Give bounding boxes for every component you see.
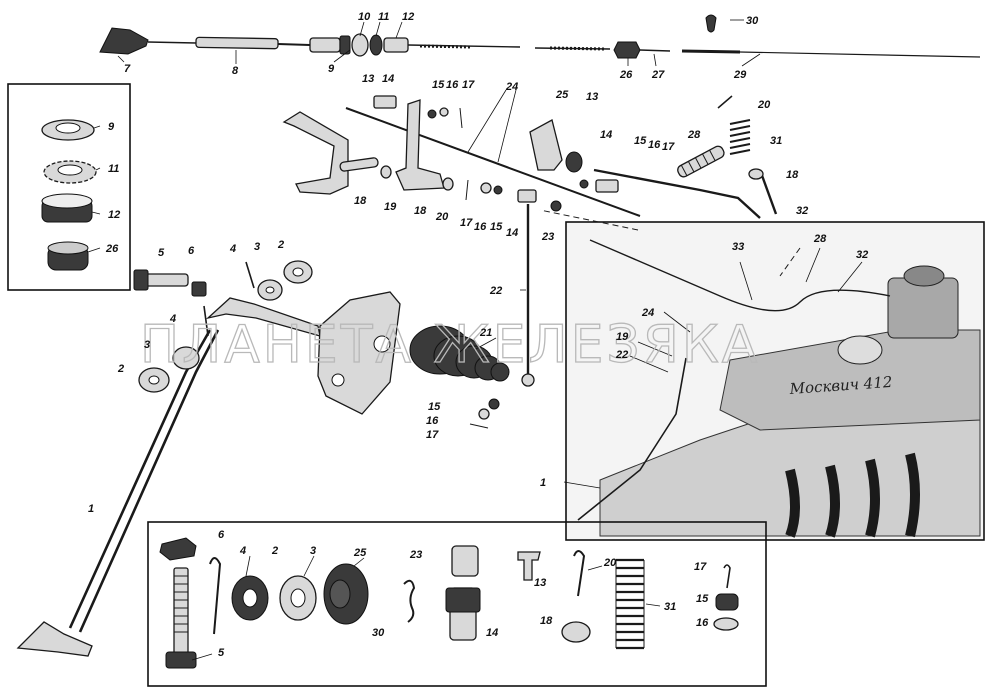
callout-26: 26 [619,69,633,81]
callout-28-engine: 28 [813,233,827,245]
knob-7 [99,27,149,55]
callout-27: 27 [651,69,665,81]
callout-1-pedal: 1 [88,503,94,515]
inset-fittings-box [7,83,131,291]
callout-6-box: 6 [218,529,225,541]
callout-5-top: 5 [158,247,165,259]
callout-32-engine: 32 [856,249,868,261]
callout-4-mid: 4 [169,313,176,325]
callout-2-top: 2 [277,239,284,251]
callout-25: 25 [555,89,569,101]
callout-13-right: 13 [586,91,598,103]
callout-4-top: 4 [229,243,236,255]
callout-15-boot: 15 [428,401,441,413]
linkage-rod-assembly [282,95,778,387]
callout-24: 24 [505,81,518,93]
callout-23-top: 23 [541,231,554,243]
callout-19-top: 19 [384,201,397,213]
callout-15-right: 15 [634,135,647,147]
callout-12: 12 [402,11,414,23]
callout-8: 8 [232,65,239,77]
callout-9-inset: 9 [108,121,115,133]
callout-13-top: 13 [362,73,374,85]
callout-33: 33 [732,241,744,253]
callout-31-top: 31 [770,135,782,147]
callout-18-mid: 18 [414,205,427,217]
callout-30-box: 30 [372,627,385,639]
callout-18-right: 18 [786,169,799,181]
callout-19-engine: 19 [616,331,629,343]
callout-5-box: 5 [218,647,225,659]
callout-20-box: 20 [603,557,617,569]
callout-18-left: 18 [354,195,367,207]
callout-25-box: 25 [353,547,367,559]
callout-16-right: 16 [648,139,661,151]
callout-3-top: 3 [254,241,260,253]
watermark: ПЛАНЕТА ЖЕЛЕЗЯКА [140,315,760,375]
accelerator-pedal-assembly [16,260,510,657]
callout-16-boot: 16 [426,415,439,427]
callout-7: 7 [124,63,131,75]
callout-10: 10 [358,11,371,23]
callout-11: 11 [378,11,389,23]
callout-32-top: 32 [796,205,808,217]
callout-20-mid: 20 [435,211,449,223]
cable-tube-8 [195,36,279,50]
callout-13-box: 13 [534,577,546,589]
callout-14-mid: 14 [506,227,518,239]
callout-29: 29 [733,69,747,81]
callout-30: 30 [746,15,759,27]
choke-cable-assembly [99,14,981,59]
callout-17-box: 17 [694,561,707,573]
callout-2-box: 2 [271,545,278,557]
callout-15-top: 15 [432,79,445,91]
bottom-hardware-box [147,521,767,687]
callout-15-mid: 15 [490,221,503,233]
callout-numbers: 7 8 9 10 11 12 26 27 29 30 9 11 12 26 13… [88,11,868,659]
callout-23-box: 23 [409,549,422,561]
callout-12-inset: 12 [108,209,120,221]
callout-22-engine: 22 [615,349,628,361]
callout-16-mid: 16 [474,221,487,233]
leader-lines [87,19,863,661]
callout-6-top: 6 [188,245,195,257]
callout-31-box: 31 [664,601,676,613]
callout-14-right: 14 [600,129,612,141]
callout-3-mid: 3 [144,339,150,351]
spring-31-large [615,558,645,650]
callout-17-top: 17 [462,79,475,91]
callout-24-engine: 24 [641,307,654,319]
callout-22-left: 22 [489,285,502,297]
callout-26-inset: 26 [105,243,119,255]
callout-9: 9 [328,63,335,75]
callout-17-boot: 17 [426,429,439,441]
rubber-boot-21 [409,325,510,382]
callout-17-mid: 17 [460,217,473,229]
callout-14-top: 14 [382,73,394,85]
callout-2-mid: 2 [117,363,124,375]
callout-4-box: 4 [239,545,246,557]
engine-installation-view: Москвич 412 [539,209,985,541]
callout-20-top: 20 [757,99,771,111]
spring-31-small [729,119,751,155]
callout-17-right: 17 [662,141,675,153]
callout-14-box: 14 [486,627,498,639]
callout-16-box: 16 [696,617,709,629]
callout-1-engine: 1 [540,477,546,489]
callout-18-box: 18 [540,615,553,627]
callout-28-top: 28 [687,129,701,141]
callout-11-inset: 11 [108,163,119,175]
callout-15-box: 15 [696,593,709,605]
callout-16-top: 16 [446,79,459,91]
callout-3-box: 3 [310,545,316,557]
callout-21: 21 [479,327,492,339]
